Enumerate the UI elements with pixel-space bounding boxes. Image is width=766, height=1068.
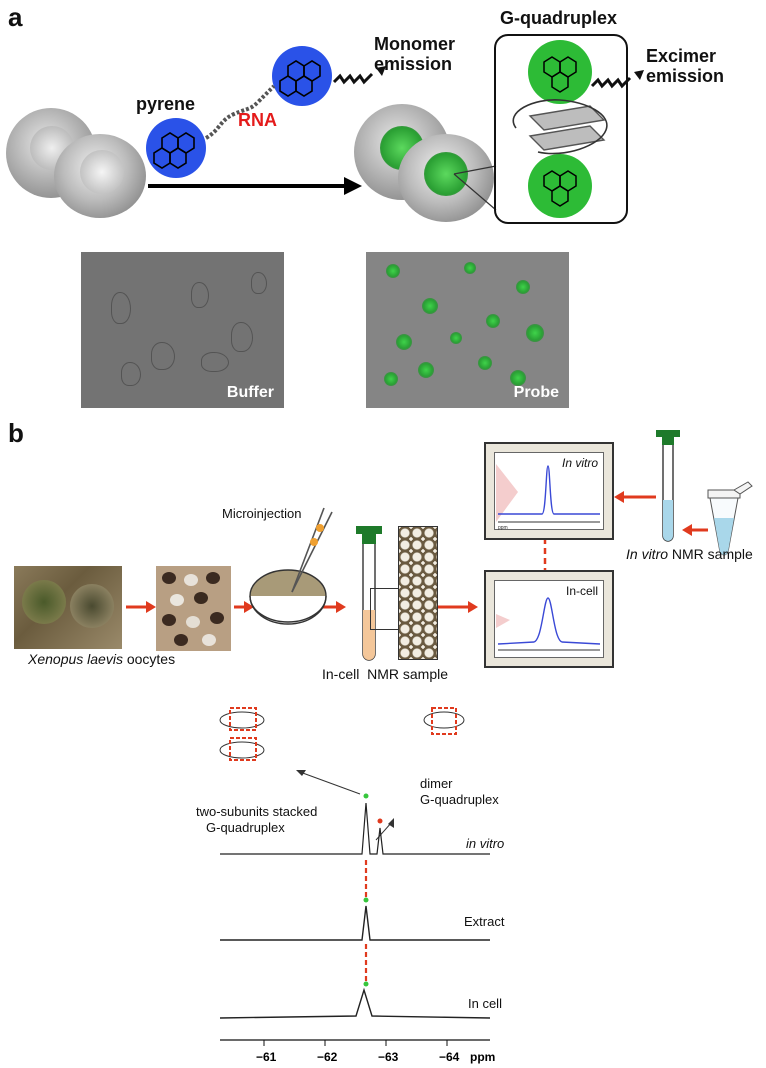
pyrene-label: pyrene: [136, 94, 196, 114]
axis-tick-63: −63: [378, 1050, 399, 1064]
incell-nmr-tube: [356, 526, 382, 661]
trace-label-incell: In cell: [468, 996, 502, 1011]
dimer-label-line2: G-quadruplex: [420, 792, 499, 807]
nmr-spectra-stack: −61 −62 −63 −64 ppm: [219, 707, 495, 1064]
buffer-micrograph: Buffer: [81, 252, 284, 408]
excimer-emission-line1: Excimer: [646, 46, 717, 66]
g-quadruplex-box: [494, 34, 628, 224]
two-subunit-label-line1: two-subunits stacked: [196, 804, 318, 819]
uptake-arrow: [148, 177, 362, 195]
microinjection-graphic: [249, 507, 333, 625]
incell-spectrum-box: In-cell: [484, 570, 614, 668]
two-subunit-label-line2: G-quadruplex: [206, 820, 285, 835]
invitro-spectrum-box: ppm In vitro: [484, 442, 614, 540]
panel-a-letter: a: [8, 2, 23, 32]
dimer-label-line1: dimer: [420, 776, 453, 791]
invitro-nmr-tube: [656, 430, 680, 542]
monomer-emission-line2: emission: [374, 54, 453, 74]
eppendorf-tube: [707, 481, 753, 556]
dimer-quadruplex-icon: [423, 707, 465, 735]
axis-tick-61: −61: [256, 1050, 277, 1064]
oocytes-in-tube-photo: [398, 526, 438, 660]
oocytes-closeup-photo: [156, 566, 231, 651]
axis-tick-62: −62: [317, 1050, 338, 1064]
oocytes-dish-photo: [14, 566, 122, 649]
pyrene-rna-probe-graphic: [146, 46, 386, 178]
rna-label: RNA: [238, 110, 277, 130]
invitro-box-label: In vitro: [561, 456, 598, 470]
axis-tick-64: −64: [439, 1050, 460, 1064]
monomer-emission-line1: Monomer: [374, 34, 455, 54]
cells-treated-illustration: [354, 104, 504, 224]
incell-nmr-sample-label: In-cell NMR sample: [322, 666, 449, 682]
incell-box-label: In-cell: [565, 584, 598, 598]
xenopus-label: Xenopus laevis oocytes: [28, 651, 176, 667]
two-subunit-quadruplex-icon: [219, 707, 265, 761]
excimer-emission-line2: emission: [646, 66, 725, 86]
g-quadruplex-title: G-quadruplex: [500, 8, 618, 28]
trace-label-invitro: in vitro: [466, 836, 505, 851]
panel-b-letter: b: [8, 418, 24, 448]
probe-label: Probe: [513, 384, 559, 401]
axis-unit: ppm: [470, 1050, 495, 1064]
buffer-label: Buffer: [226, 384, 274, 401]
callout-lines: [453, 165, 497, 211]
g-quadruplex-excimer-graphic: [512, 40, 644, 218]
cells-untreated-illustration: [6, 108, 146, 218]
probe-micrograph: Probe: [366, 252, 569, 408]
trace-label-extract: Extract: [464, 914, 505, 929]
invitro-box-ppm: ppm: [498, 525, 508, 530]
invitro-nmr-sample-label: In vitro NMR sample: [626, 546, 753, 562]
microinjection-label: Microinjection: [222, 506, 302, 521]
